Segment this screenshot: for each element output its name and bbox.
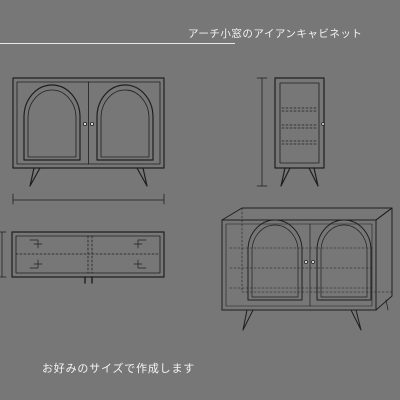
top-frame [11,231,165,278]
front-frame [12,77,165,169]
left-knob [83,122,88,127]
front-view [12,77,165,187]
side-height-dimension [256,77,268,187]
right-door-arch-outer [96,84,154,161]
iso-left-arch-inner [251,224,299,298]
iso-left-arch-outer [247,219,303,301]
top-depth-dimension [0,231,7,278]
front-leg-right [136,167,148,187]
iso-right-knob [311,260,315,264]
iso-leg-left [242,309,254,331]
front-leg-left [29,167,41,187]
iso-leg-right [350,309,362,331]
iso-left-knob [304,260,308,264]
iso-right-arch-inner [320,224,368,298]
left-door-arch-outer [23,84,81,161]
caption-text: お好みのサイズで作成します [42,362,196,375]
front-width-dimension [12,193,165,205]
iso-right-arch-outer [316,219,372,301]
title-underline [0,43,235,44]
side-inner [279,82,320,164]
side-view [274,77,325,187]
page-title: アーチ小窓のアイアンキャビネット [188,28,363,40]
perspective-view [221,207,393,331]
right-knob [90,122,95,127]
iso-top-face [221,207,393,221]
iso-right-face [375,207,393,311]
top-view [11,231,165,284]
side-leg-right [308,167,319,187]
left-door-arch-inner [27,89,77,158]
side-frame [274,77,325,169]
iso-front-face [221,219,377,311]
right-door-arch-inner [100,89,150,158]
side-leg-left [280,167,291,187]
iso-leg-back [385,299,389,311]
side-knob [321,122,325,126]
